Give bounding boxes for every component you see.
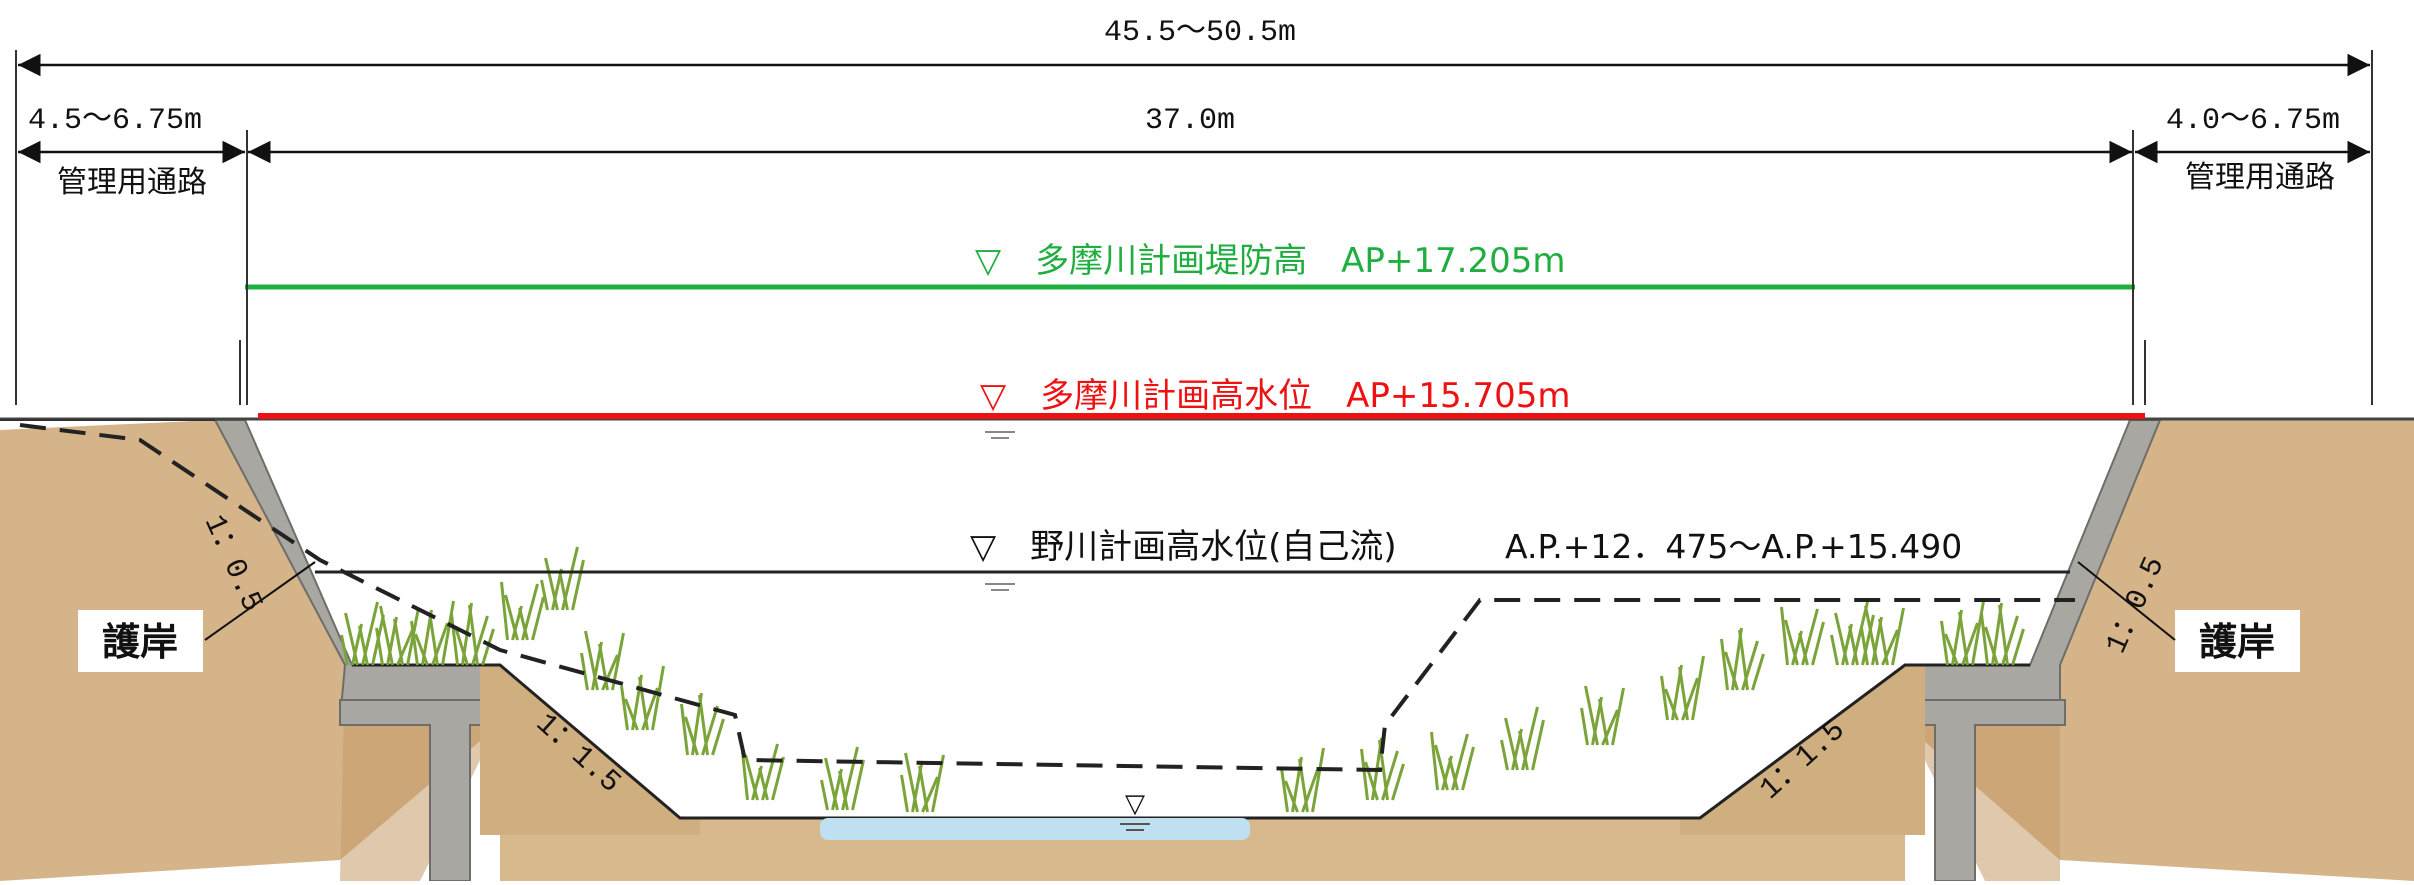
channel-width-label: 37.0m	[1145, 104, 1235, 138]
water-surface-glyph-1	[985, 431, 1015, 439]
tama-hwl-label: ▽ 多摩川計画高水位 AP+15.705m	[980, 376, 1570, 416]
left-revetment-leader	[204, 561, 316, 641]
grass-tuft	[740, 741, 785, 801]
right-revetment-box	[2175, 610, 2300, 672]
right-road-label: 管理用通路	[2185, 160, 2335, 195]
normal-water-marker: ▽	[1125, 789, 1145, 819]
water-surface-glyph-2	[985, 583, 1015, 591]
grass-tuft	[1720, 627, 1765, 691]
grass-tuft	[900, 752, 945, 813]
grass-tuft	[1280, 747, 1325, 813]
existing-profile-dashed	[19, 423, 2075, 773]
lower-slope-left	[480, 665, 700, 835]
left-road-label: 管理用通路	[57, 165, 207, 200]
grass-tuft	[1430, 731, 1475, 791]
grass-tuft	[540, 546, 585, 611]
right-revetment-label: 護岸	[2199, 620, 2275, 664]
soil-bottom	[500, 665, 1905, 881]
grass-tuft	[1980, 602, 2025, 666]
grass-tuft	[620, 665, 665, 731]
grass-tuft	[500, 581, 545, 641]
water-surface-glyph-3	[1120, 823, 1150, 831]
grass-tuft	[1500, 706, 1545, 771]
overall-width-label: 45.5～50.5m	[1104, 16, 1296, 50]
grass-tuft	[450, 602, 495, 666]
left-revetment-label: 護岸	[102, 620, 178, 664]
grass-vegetation	[340, 546, 2025, 813]
grass-tuft	[1580, 685, 1625, 746]
lower-slope-right	[1680, 665, 1925, 835]
water-pool	[820, 818, 1250, 840]
nogawa-hwl-value: A.P.+12．475～A.P.+15.490	[1505, 527, 1962, 566]
extension-lines	[15, 50, 2373, 405]
grass-tuft	[580, 630, 625, 691]
grass-tuft	[1940, 600, 1985, 666]
nogawa-hwl-label: ▽ 野川計画高水位(自己流)	[970, 527, 1397, 567]
left-road-width-label: 4.5～6.75m	[28, 104, 202, 138]
right-revetment-leader	[2077, 561, 2176, 641]
left-revetment-box	[78, 610, 203, 672]
tama-levee-label: ▽ 多摩川計画堤防高 AP+17.205m	[975, 241, 1565, 281]
grass-tuft	[1780, 606, 1825, 666]
right-road-width-label: 4.0～6.75m	[2166, 104, 2340, 138]
grass-tuft	[1860, 605, 1905, 666]
grass-tuft	[1660, 655, 1705, 721]
grass-tuft	[820, 746, 865, 811]
